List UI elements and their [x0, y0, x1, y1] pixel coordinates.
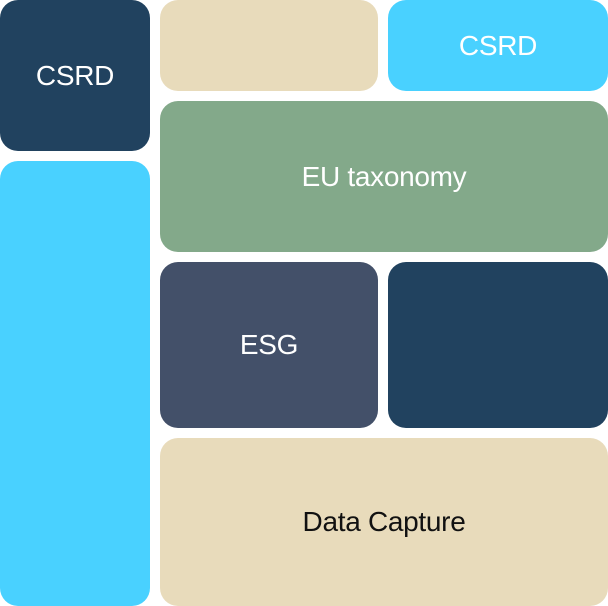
- cyan-tall-tile: [0, 161, 150, 606]
- csrd-tile-left-label: CSRD: [35, 59, 115, 91]
- navy-mid-tile: [388, 262, 608, 428]
- eu-taxonomy-label: EU taxonomy: [301, 160, 467, 192]
- csrd-tile-right-label: CSRD: [458, 29, 538, 61]
- eu-taxonomy-tile: EU taxonomy: [160, 101, 608, 252]
- esg-tile: ESG: [160, 262, 378, 428]
- csrd-tile-left: CSRD: [0, 0, 150, 151]
- esg-label: ESG: [239, 329, 299, 360]
- csrd-tile-right: CSRD: [388, 0, 608, 91]
- data-capture-label: Data Capture: [302, 506, 466, 537]
- data-capture-tile: Data Capture: [160, 438, 608, 606]
- beige-top-tile: [160, 0, 378, 91]
